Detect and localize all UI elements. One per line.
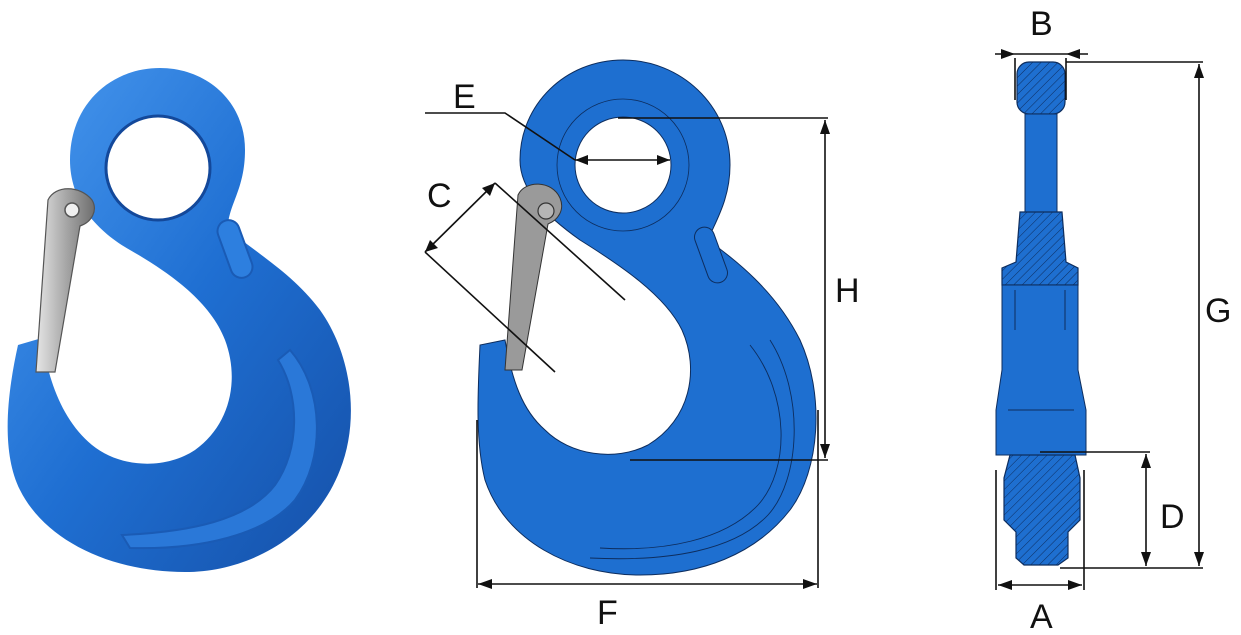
label-g: G: [1205, 292, 1231, 330]
hook-2d-eye: [574, 116, 672, 214]
dimension-e: E: [425, 78, 670, 165]
side-shank: [995, 284, 1087, 456]
dimension-h: H: [618, 117, 860, 461]
label-e: E: [453, 78, 476, 116]
dimension-a: A: [995, 470, 1085, 635]
label-b: B: [1030, 5, 1053, 43]
dimension-c: C: [424, 177, 626, 373]
hook-2d-body: [477, 59, 817, 576]
hook-2d-slot: [694, 226, 728, 284]
dimension-d: D: [1040, 451, 1185, 566]
dimension-f: F: [476, 410, 819, 632]
label-c: C: [427, 177, 452, 215]
hook-3d-channel: [120, 348, 318, 550]
hook-3d-latch-pin: [64, 202, 80, 218]
hook-3d-slot: [216, 219, 254, 279]
side-mid-section: [1001, 211, 1079, 286]
label-d: D: [1160, 498, 1185, 536]
label-f: F: [597, 594, 618, 632]
hook-3d-render: [7, 68, 351, 572]
hook-2d-latch-pin: [537, 202, 555, 220]
dimension-g: G: [1060, 61, 1231, 569]
side-bottom-section: [1003, 454, 1081, 566]
hook-2d-drawing: [477, 59, 817, 576]
hook-2d-inner-contour: [599, 344, 782, 550]
hook-2d-latch: [504, 183, 563, 371]
dimension-b: B: [995, 5, 1088, 100]
label-a: A: [1030, 598, 1053, 635]
hook-3d-latch: [35, 188, 95, 373]
label-h: H: [835, 272, 860, 310]
side-top-section: [1016, 61, 1066, 115]
hook-3d-eye: [106, 116, 210, 220]
hook-side-view: [995, 61, 1087, 566]
hook-3d-body: [7, 68, 351, 572]
